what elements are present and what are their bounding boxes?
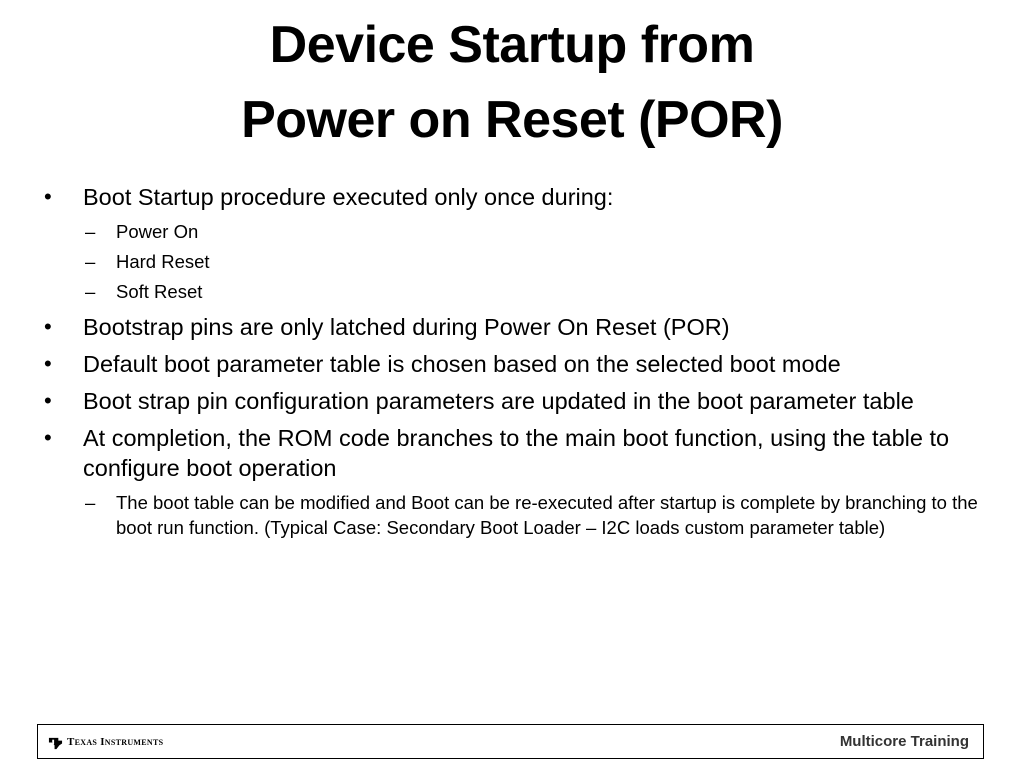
bullet-marker: • — [44, 351, 52, 376]
sub-item: – Soft Reset — [44, 279, 994, 304]
sub-item-text: The boot table can be modified and Boot … — [116, 492, 978, 538]
dash-marker: – — [85, 221, 96, 242]
bullet-text: Boot strap pin configuration parameters … — [83, 388, 914, 414]
bullet-item: • Boot strap pin configuration parameter… — [44, 386, 994, 416]
footer-bar: Texas Instruments Multicore Training — [37, 724, 984, 759]
footer-training-label: Multicore Training — [839, 733, 969, 750]
bullet-list: • Boot Startup procedure executed only o… — [44, 182, 994, 548]
sub-item-text: Soft Reset — [116, 281, 203, 302]
dash-marker: – — [85, 251, 96, 272]
bullet-text: Default boot parameter table is chosen b… — [83, 351, 841, 377]
sub-list: – Power On – Hard Reset – Soft Reset — [44, 219, 994, 304]
bullet-marker: • — [44, 314, 52, 339]
bullet-text: At completion, the ROM code branches to … — [83, 425, 950, 481]
sub-item-text: Power On — [116, 221, 199, 242]
ti-logo: Texas Instruments — [48, 734, 163, 750]
sub-list: – The boot table can be modified and Boo… — [44, 490, 994, 540]
bullet-marker: • — [44, 388, 52, 413]
dash-marker: – — [85, 492, 96, 513]
bullet-item: • Boot Startup procedure executed only o… — [44, 182, 994, 212]
dash-marker: – — [85, 281, 96, 302]
bullet-item: • At completion, the ROM code branches t… — [44, 423, 994, 483]
sub-item-text: Hard Reset — [116, 251, 210, 272]
title-line-2: Power on Reset (POR) — [241, 91, 783, 150]
bullet-text: Bootstrap pins are only latched during P… — [83, 314, 730, 340]
bullet-marker: • — [44, 425, 52, 450]
bullet-marker: • — [44, 184, 52, 209]
sub-item: – Power On — [44, 219, 994, 244]
title-line-1: Device Startup from — [269, 16, 755, 74]
ti-logo-icon — [48, 737, 63, 749]
bullet-item: • Bootstrap pins are only latched during… — [44, 312, 994, 342]
sub-item: – The boot table can be modified and Boo… — [44, 490, 994, 540]
sub-item: – Hard Reset — [44, 249, 994, 274]
slide-title: Device Startup from Power on Reset (POR) — [0, 8, 1024, 159]
bullet-item: • Default boot parameter table is chosen… — [44, 349, 994, 379]
ti-logo-text: Texas Instruments — [67, 736, 164, 748]
bullet-text: Boot Startup procedure executed only onc… — [83, 184, 614, 210]
